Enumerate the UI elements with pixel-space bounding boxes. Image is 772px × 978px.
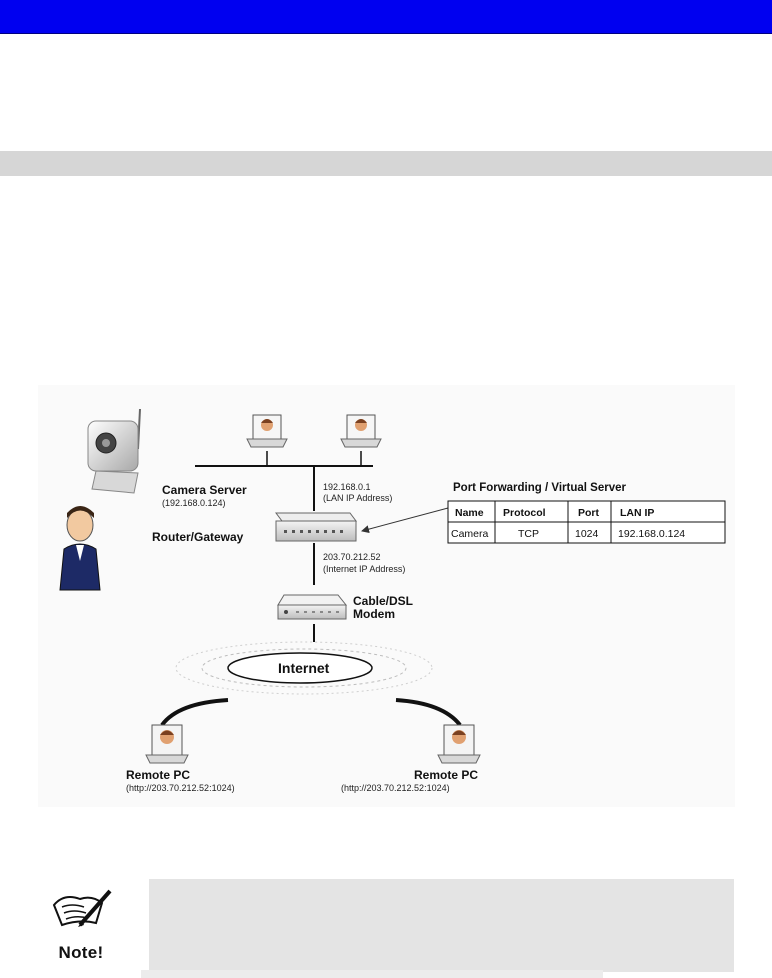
router-icon: [275, 512, 357, 542]
camera-server-ip: (192.168.0.124): [162, 498, 226, 508]
remote-pc-icon: [145, 724, 189, 764]
note-box: [149, 879, 734, 972]
remote-pc-title: Remote PC: [414, 768, 478, 782]
modem-icon: [277, 594, 348, 620]
router-lan-ip: 192.168.0.1: [323, 482, 371, 492]
remote-pc-url: (http://203.70.212.52:1024): [341, 783, 450, 793]
remote-pc-url: (http://203.70.212.52:1024): [126, 783, 235, 793]
table-header-protocol: Protocol: [503, 507, 546, 519]
network-diagram: Camera Server (192.168.0.124) 192.168.0.…: [38, 385, 735, 807]
table-header-port: Port: [578, 507, 600, 519]
table-cell-lan-ip: 192.168.0.124: [618, 528, 685, 540]
remote-pc-icon: [437, 724, 481, 764]
router-title: Router/Gateway: [152, 530, 244, 544]
note-pen-icon: [40, 885, 120, 965]
camera-server-title: Camera Server: [162, 483, 247, 497]
table-header-lan-ip: LAN IP: [620, 507, 654, 519]
internet-label: Internet: [278, 660, 330, 676]
modem-label-line1: Cable/DSL: [353, 594, 413, 608]
table-cell-name: Camera: [451, 528, 489, 540]
lan-pc-icon: [246, 414, 288, 448]
table-cell-port: 1024: [575, 528, 599, 540]
router-internet-ip-label: (Internet IP Address): [323, 564, 405, 574]
camera-icon: [87, 408, 141, 494]
modem-label-line2: Modem: [353, 607, 395, 621]
user-person-icon: [59, 506, 101, 591]
section-heading-bar: [0, 151, 772, 176]
lan-pc-icon: [340, 414, 382, 448]
port-forwarding-table: Name Protocol Port LAN IP Camera TCP 102…: [447, 500, 726, 544]
port-forwarding-title: Port Forwarding / Virtual Server: [453, 482, 626, 494]
router-lan-ip-label: (LAN IP Address): [323, 493, 392, 503]
table-header-name: Name: [455, 507, 484, 519]
remote-pc-title: Remote PC: [126, 768, 190, 782]
network-diagram-svg: Camera Server (192.168.0.124) 192.168.0.…: [59, 408, 726, 793]
note-label: Note!: [58, 943, 104, 962]
router-internet-ip: 203.70.212.52: [323, 552, 381, 562]
header-bar: [0, 0, 772, 34]
table-cell-protocol: TCP: [518, 528, 539, 540]
forwarding-arrow: [361, 507, 449, 534]
bottom-strip: [141, 970, 603, 978]
internet-cloud-icon: [175, 641, 433, 695]
